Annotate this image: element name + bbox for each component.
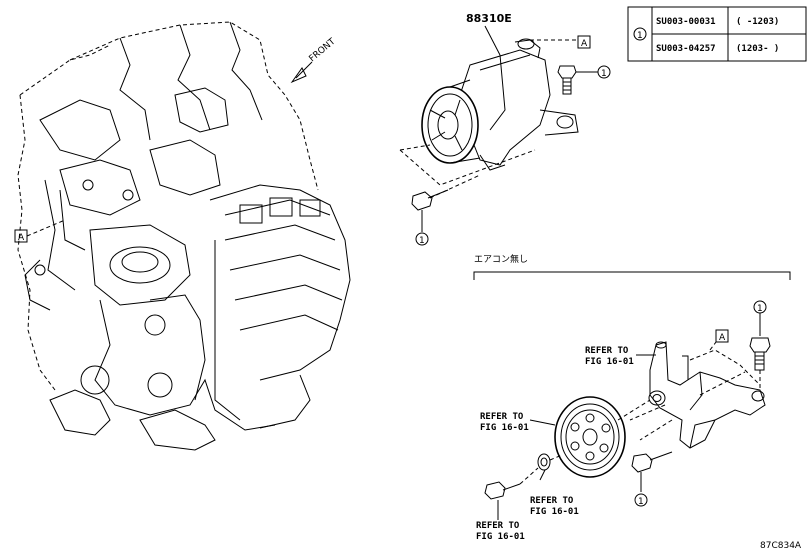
refer-label-bolt: REFER TO FIG 16-01: [476, 521, 525, 542]
washer-illustration: [537, 453, 563, 471]
svg-text:FIG 16-01: FIG 16-01: [530, 507, 579, 517]
callout-a-engine: A: [14, 219, 66, 243]
bolt-bracket-top: 1: [749, 300, 771, 390]
svg-text:FIG 16-01: FIG 16-01: [585, 357, 634, 367]
bolt-pulley: [484, 467, 539, 500]
bolt-bracket-bottom: 1: [631, 451, 673, 507]
svg-text:A: A: [719, 333, 726, 343]
front-direction-indicator: FRONT: [290, 37, 338, 84]
svg-text:A: A: [18, 233, 25, 243]
bracket-illustration: [629, 341, 766, 449]
front-label: FRONT: [308, 37, 338, 65]
table-circle-label: 1: [637, 31, 643, 41]
svg-text:A: A: [581, 39, 588, 49]
svg-text:1: 1: [757, 304, 763, 314]
refer-label-washer: REFER TO FIG 16-01: [530, 496, 579, 517]
idler-pulley-illustration: [554, 396, 651, 478]
table-row-2-range: (1203- ): [736, 44, 779, 54]
diagram-id: 87C834A: [760, 541, 802, 551]
svg-text:REFER TO: REFER TO: [480, 412, 524, 422]
bolt-compressor-top: 1: [557, 65, 611, 95]
part-number-88310e: 88310E: [466, 12, 512, 25]
svg-text:1: 1: [638, 497, 644, 507]
table-row-1-range: ( -1203): [736, 17, 779, 27]
section-title: エアコン無し: [474, 253, 528, 265]
svg-text:1: 1: [601, 69, 607, 79]
table-row-2-part: SU003-04257: [656, 44, 716, 54]
svg-text:REFER TO: REFER TO: [585, 346, 629, 356]
callout-a-compressor: A: [577, 35, 591, 49]
ac-compressor-illustration: 88310E: [399, 12, 579, 199]
svg-text:FIG 16-01: FIG 16-01: [476, 532, 525, 542]
bolt-compressor-bottom: 1: [411, 189, 449, 246]
svg-text:REFER TO: REFER TO: [476, 521, 520, 531]
table-row-1-part: SU003-00031: [656, 17, 716, 27]
section-no-ac: エアコン無し: [473, 253, 791, 280]
callout-a-bracket: A: [715, 329, 729, 343]
svg-text:1: 1: [419, 236, 425, 246]
svg-text:REFER TO: REFER TO: [530, 496, 574, 506]
svg-text:FIG 16-01: FIG 16-01: [480, 423, 529, 433]
engine-block-illustration: [17, 21, 351, 451]
reference-table: 1 SU003-00031 ( -1203) SU003-04257 (1203…: [627, 6, 807, 62]
refer-label-pulley: REFER TO FIG 16-01: [480, 412, 529, 433]
refer-label-bracket: REFER TO FIG 16-01: [585, 346, 634, 367]
